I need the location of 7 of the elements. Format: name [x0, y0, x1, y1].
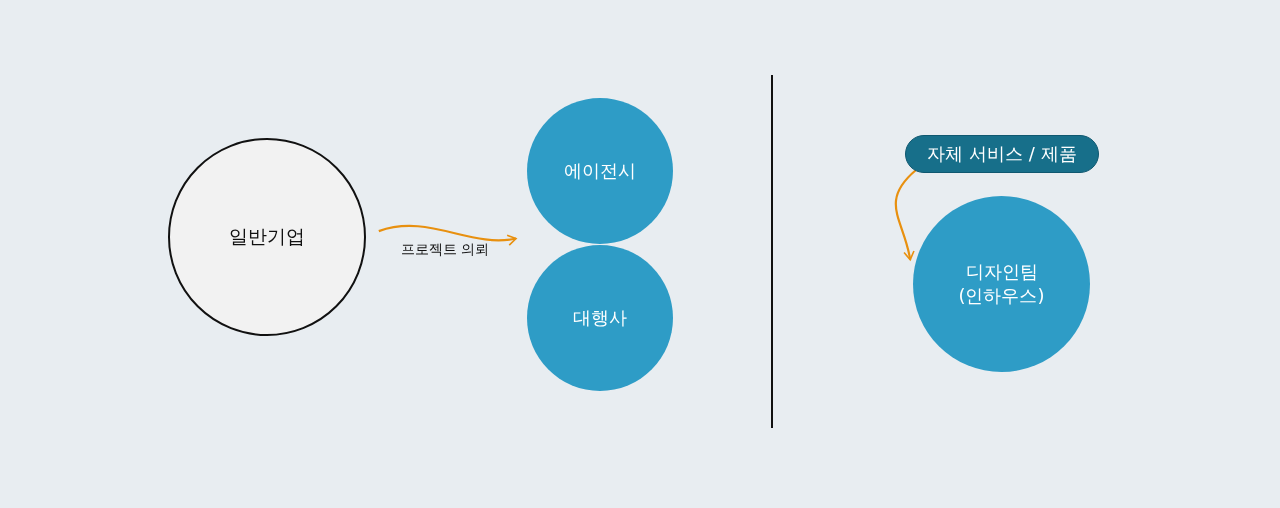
team-circle: 디자인팀 (인하우스) — [913, 196, 1090, 372]
agency-circle: 에이전시 — [527, 98, 673, 244]
company-circle: 일반기업 — [168, 138, 366, 336]
arrow — [894, 169, 917, 261]
arrow — [378, 224, 517, 246]
agency-circle: 대행사 — [527, 245, 673, 391]
product-pill: 자체 서비스 / 제품 — [905, 135, 1099, 173]
